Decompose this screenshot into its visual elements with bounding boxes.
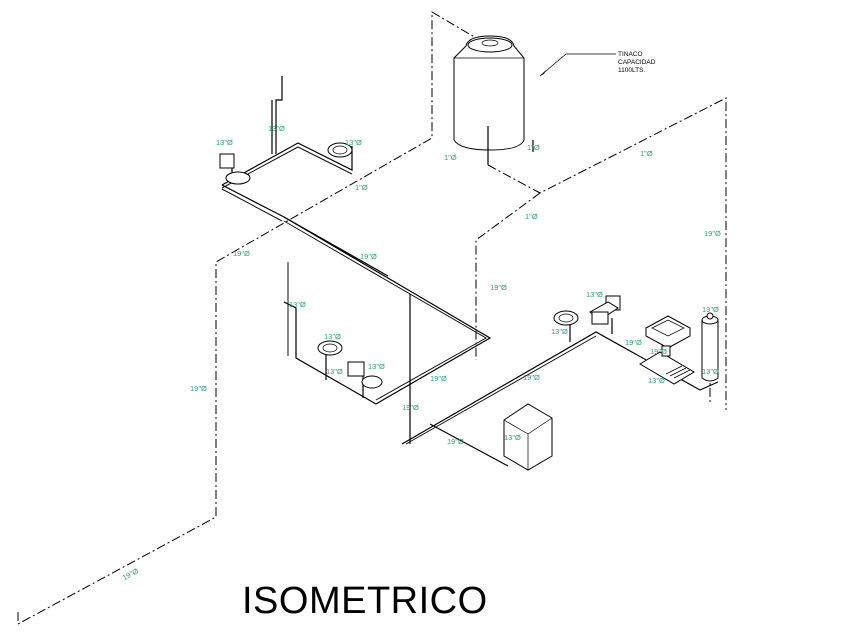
pipe-label: 13"Ø: [368, 362, 385, 371]
pipe-label: 13"Ø: [326, 367, 343, 376]
pipe-label: 19"Ø: [447, 437, 464, 446]
pipe-labels: 13"Ø 13"Ø 13"Ø 1"Ø 1"Ø 1"Ø 1"Ø 1"Ø 19"Ø …: [121, 124, 721, 582]
pipe-label: 19"Ø: [523, 373, 540, 382]
pipe-label: 13"Ø: [551, 327, 568, 336]
laundry-tray: [639, 345, 695, 385]
washing-machine: [503, 403, 553, 471]
pipe-label: 1"Ø: [355, 183, 368, 192]
pipe-label: 19"Ø: [190, 384, 207, 393]
service-washbasin: [553, 310, 579, 326]
pipe-label: 19"Ø: [625, 338, 642, 347]
lower-washbasin: [317, 340, 343, 356]
upper-washbasin: [327, 142, 353, 158]
pipe-label: 13"Ø: [702, 367, 719, 376]
pipe-label: 13"Ø: [345, 138, 362, 147]
pipe-label: 13"Ø: [586, 290, 603, 299]
pipe-label: 19"Ø: [360, 252, 377, 261]
pipe-label: 1"Ø: [640, 149, 653, 158]
pipe-label: 1"Ø: [525, 212, 538, 221]
pipe-label: 13"Ø: [289, 300, 306, 309]
supply-lines: [17, 11, 727, 625]
pipe-label: 19"Ø: [650, 347, 667, 356]
tank-note-line-3: 1100LTS.: [618, 67, 645, 74]
pipe-label: 1"Ø: [444, 153, 457, 162]
pipe-label: 13"Ø: [702, 305, 719, 314]
lower-toilet: [347, 361, 383, 389]
pipe-label: 13"Ø: [268, 124, 285, 133]
water-tank: [453, 35, 534, 165]
tank-note: TINACO CAPACIDAD 1100LTS.: [539, 51, 656, 77]
pipe-label: 19"Ø: [430, 374, 447, 383]
upper-toilet: [219, 153, 251, 185]
pipe-label: 19"Ø: [233, 249, 250, 258]
water-heater: [701, 312, 719, 382]
pipe-label: 19"Ø: [490, 283, 507, 292]
pipe-label: 19"Ø: [402, 403, 419, 412]
pipe-label: 1"Ø: [527, 143, 540, 152]
lower-bathroom-piping: [283, 216, 492, 444]
pipe-label: 19"Ø: [121, 566, 140, 582]
pipe-label: 13"Ø: [648, 376, 665, 385]
kitchen-sink: [644, 315, 692, 349]
tank-note-line-2: CAPACIDAD: [618, 59, 656, 66]
pipe-label: 19"Ø: [704, 229, 721, 238]
tank-note-line-1: TINACO: [618, 51, 643, 58]
pipe-label: 13"Ø: [324, 332, 341, 341]
pipe-label: 13"Ø: [216, 138, 233, 147]
drawing-title: ISOMETRICO: [242, 580, 488, 622]
service-toilet: [589, 295, 621, 325]
pipe-label: 13"Ø: [504, 433, 521, 442]
